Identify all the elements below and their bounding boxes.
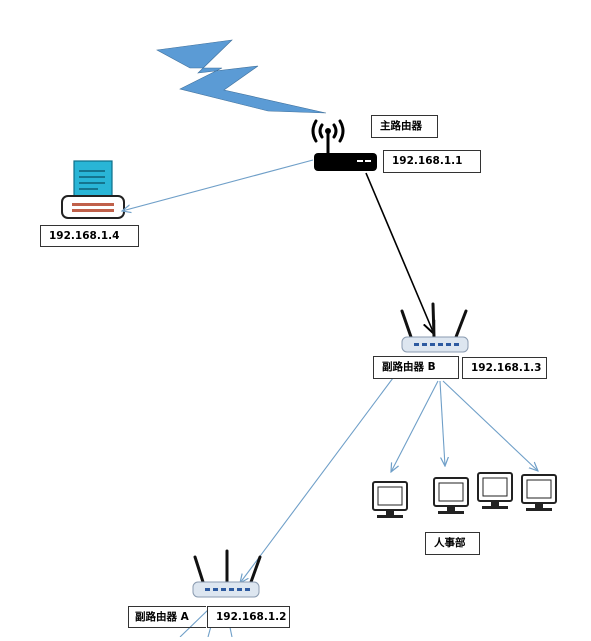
router-a-ip: 192.168.1.2 [207, 606, 290, 628]
main-router-ip: 192.168.1.1 [383, 150, 481, 173]
link-router-b-to-router-a [240, 377, 394, 583]
router-b-label: 副路由器 B [373, 356, 459, 379]
link-main-to-printer [122, 159, 314, 211]
printer-icon [61, 160, 125, 219]
link-router-b-to-monitor [439, 380, 445, 466]
monitor-icon [372, 481, 408, 518]
router-b-ip: 192.168.1.3 [462, 357, 547, 379]
monitor-icon [521, 474, 557, 511]
monitor-icon [477, 472, 513, 509]
link-router-b-to-monitor [442, 380, 538, 471]
lightning-icon [156, 39, 327, 114]
monitor-icon [433, 477, 469, 514]
router-a-label: 副路由器 A [128, 606, 206, 628]
hr-department-label: 人事部 [425, 532, 480, 555]
router-b-icon [400, 302, 469, 353]
link-router-a-downlink [179, 607, 211, 638]
link-router-b-to-monitor [391, 380, 439, 472]
router-a-icon [192, 549, 262, 598]
printer-ip: 192.168.1.4 [40, 225, 139, 247]
main-router-icon [311, 119, 377, 171]
main-router-label: 主路由器 [371, 115, 438, 138]
link-main-to-router-b [365, 172, 434, 334]
